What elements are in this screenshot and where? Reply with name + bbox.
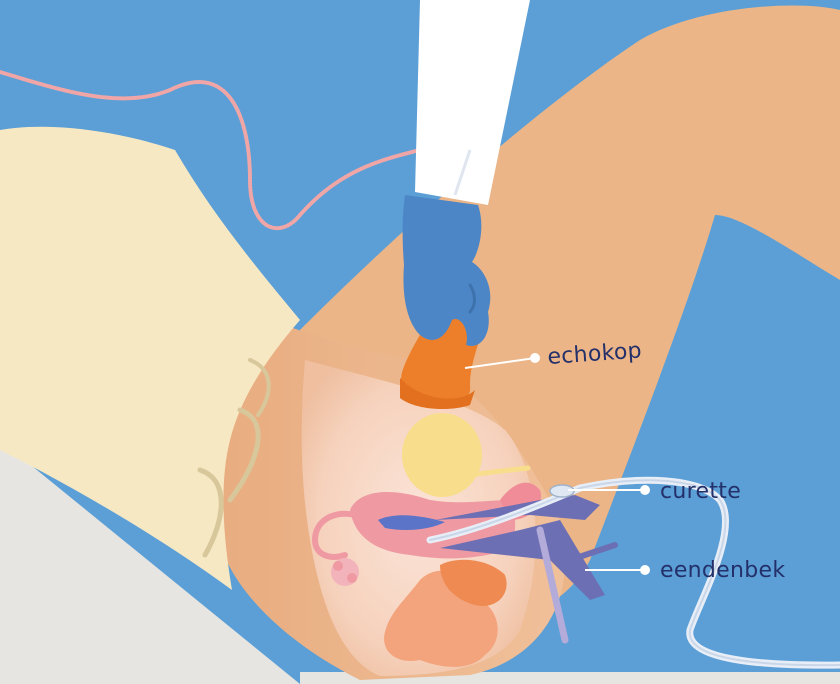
gown-fold xyxy=(248,358,271,417)
curette-tube-outline xyxy=(429,479,840,667)
echokop-pointer-line xyxy=(464,357,536,369)
uterine-lining xyxy=(378,515,445,530)
ovary-detail xyxy=(333,561,343,571)
patient-gown xyxy=(0,126,300,591)
doctor-sleeve xyxy=(415,0,530,205)
glove-finger-line xyxy=(468,283,476,314)
gown-fold xyxy=(197,467,224,558)
eendenbek-label: eendenbek xyxy=(660,558,785,583)
gown-fold xyxy=(227,407,261,503)
sleeve-fold xyxy=(453,149,472,196)
gloved-hand xyxy=(402,195,491,346)
probe-head xyxy=(400,378,475,410)
speculum-lower-blade xyxy=(440,520,605,600)
examination-table xyxy=(0,440,300,684)
bladder xyxy=(402,413,482,497)
urethra xyxy=(467,465,531,478)
curette-pointer-dot xyxy=(640,485,650,495)
eendenbek-pointer-dot xyxy=(640,565,650,575)
echokop-pointer-dot xyxy=(530,353,540,363)
speculum-upper-blade xyxy=(435,495,600,520)
ovary-detail xyxy=(347,573,357,583)
fallopian-tube xyxy=(311,510,358,560)
speculum-lever xyxy=(536,526,569,644)
curette-label: curette xyxy=(660,479,741,504)
bowel-upper xyxy=(440,559,507,606)
speculum-handle xyxy=(567,542,618,563)
